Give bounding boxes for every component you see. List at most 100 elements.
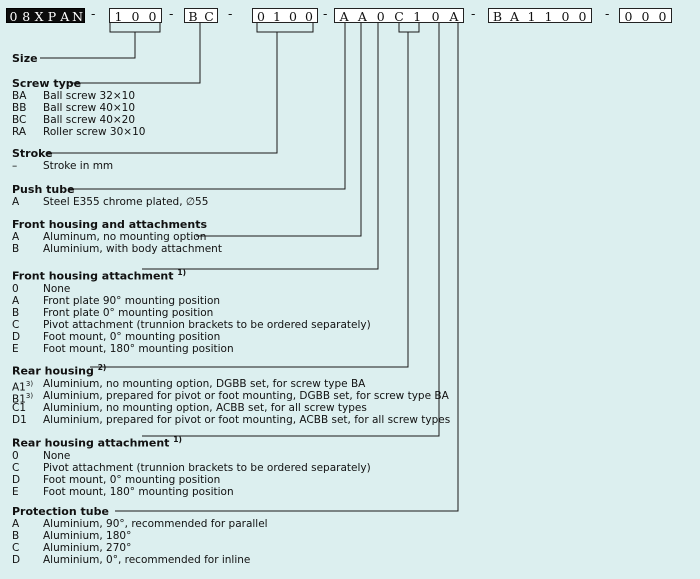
- option-code-text: BC: [12, 114, 27, 126]
- option-description: Steel E355 chrome plated, ∅55: [43, 196, 209, 208]
- option-code-text: D: [12, 330, 21, 343]
- option-code-text: E: [12, 342, 19, 355]
- code-char: 0: [658, 9, 667, 24]
- section-title-text: Rear housing: [12, 364, 94, 378]
- option-row: – Stroke in mm: [12, 160, 113, 172]
- option-code: 0: [12, 450, 19, 462]
- option-code: BB: [12, 102, 26, 114]
- option-code: 0: [12, 283, 19, 295]
- footnote-ref: 1): [177, 268, 187, 277]
- section-title: Push tube: [12, 183, 75, 196]
- legend-section: Stroke– Stroke in mm: [12, 147, 113, 172]
- option-code-text: BA: [12, 90, 27, 102]
- code-char: C: [394, 9, 404, 24]
- option-code: A13): [12, 378, 33, 394]
- code-char: B: [492, 9, 503, 24]
- option-description: Aluminum, no mounting option: [43, 231, 207, 243]
- section-title-text: Rear housing attachment: [12, 436, 170, 450]
- code-char: 1: [114, 9, 123, 24]
- option-row: A13)Aluminium, no mounting option, DGBB …: [12, 378, 365, 394]
- option-code-text: B: [12, 530, 20, 542]
- option-code: D1: [12, 414, 27, 426]
- option-description: Front plate 0° mounting position: [43, 306, 214, 319]
- code-char: 0: [641, 9, 650, 24]
- option-row: D Foot mount, 0° mounting position: [12, 331, 220, 343]
- option-description: Aluminium, with body attachment: [43, 243, 222, 255]
- option-description: Foot mount, 0° mounting position: [43, 330, 221, 343]
- code-char: 0: [131, 9, 140, 24]
- option-code-text: C: [12, 318, 20, 331]
- option-description: Pivot attachment (trunnion brackets to b…: [43, 461, 371, 474]
- section-title-text: Push tube: [12, 183, 75, 196]
- section-title: Front housing attachment 1): [12, 266, 186, 283]
- option-description: Aluminium, prepared for pivot or foot mo…: [43, 389, 449, 402]
- leader-front-housing: [196, 23, 362, 237]
- option-row: D1 Aluminium, prepared for pivot or foot …: [12, 414, 450, 426]
- section-title-text: Protection tube: [12, 505, 109, 518]
- option-description: Aluminium, no mounting option, ACBB set,…: [43, 401, 367, 414]
- option-row: B13) Aluminium, prepared for pivot or foo…: [12, 390, 449, 406]
- footnote-ref: 3): [25, 391, 34, 400]
- option-code: D: [12, 331, 20, 343]
- option-code: –: [12, 160, 17, 172]
- code-char: 0: [289, 9, 297, 24]
- section-title-text: Front housing and attachments: [12, 218, 208, 231]
- option-code-text: BB: [12, 102, 27, 114]
- code-separator: -: [228, 7, 233, 22]
- section-title: Protection tube: [12, 505, 109, 518]
- section-title-text: Stroke: [12, 147, 53, 160]
- leader-rear-attachment: [142, 23, 440, 437]
- section-title-text: Size: [12, 52, 38, 65]
- option-code: B13): [12, 390, 33, 406]
- code-char: 0: [9, 9, 18, 24]
- section-title-text: Front housing attachment: [12, 269, 174, 283]
- option-description: Aluminium, 180°: [43, 530, 132, 542]
- leader-rear-bracket: [398, 23, 420, 33]
- leader-push-tube: [68, 23, 346, 190]
- option-code-text: C: [12, 542, 20, 554]
- option-description: Aluminium, prepared for pivot or foot mo…: [43, 413, 451, 426]
- option-description: Front plate 90° mounting position: [43, 294, 221, 307]
- code-char: 0: [305, 9, 313, 24]
- code-char: P: [47, 9, 57, 24]
- leader-protection-tube: [115, 23, 459, 512]
- code-char: 0: [624, 9, 633, 24]
- code-char: 1: [273, 9, 281, 24]
- option-description: Foot mount, 180° mounting position: [43, 485, 234, 498]
- option-code-text: D1: [12, 413, 27, 426]
- leader-front-attachment: [142, 23, 379, 270]
- option-code: C: [12, 462, 19, 474]
- footnote-ref: 1): [173, 435, 182, 444]
- code-char: C: [204, 9, 214, 24]
- section-title: Rear housing attachment 1): [12, 433, 182, 450]
- option-code-text: A: [12, 294, 20, 307]
- option-code: B: [12, 307, 19, 319]
- option-code: D: [12, 554, 20, 566]
- option-code: A: [12, 196, 19, 208]
- footnote-ref: 3): [25, 379, 34, 388]
- section-title: Size: [12, 52, 38, 65]
- code-separator: -: [323, 7, 328, 22]
- option-code-text: D: [12, 473, 21, 486]
- option-code-text: 0: [12, 282, 19, 295]
- option-description: Foot mount, 0° mounting position: [43, 473, 221, 486]
- code-separator: -: [471, 7, 476, 22]
- code-char: A: [357, 9, 367, 24]
- option-description: Ball screw 40×20: [43, 114, 136, 126]
- option-code-text: B1: [12, 393, 26, 406]
- code-char: 1: [544, 9, 553, 24]
- section-title: Rear housing 2): [12, 361, 106, 378]
- option-description: Stroke in mm: [43, 160, 114, 172]
- option-description: Aluminium, 90°, recommended for parallel: [43, 518, 268, 530]
